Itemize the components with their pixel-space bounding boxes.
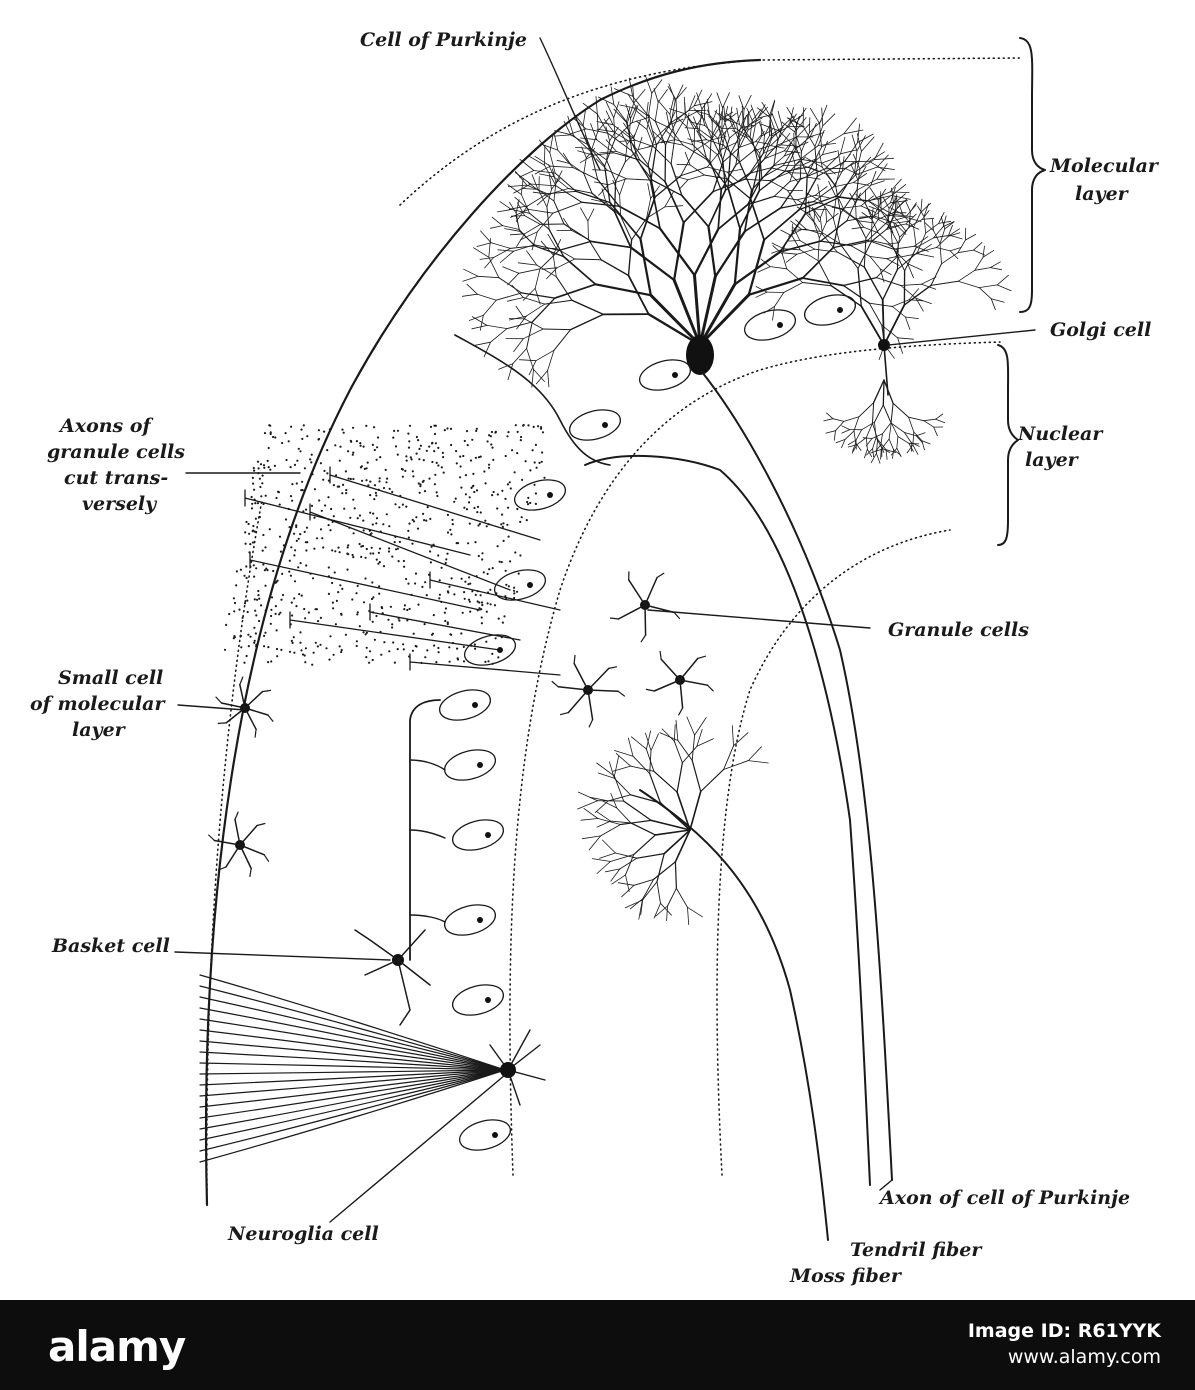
purkinje-dendrites [461, 75, 937, 388]
label-golgi-cell: Golgi cell [1050, 319, 1151, 341]
climbing-fiber-top [454, 334, 611, 466]
label-molecular-layer-1: Molecular [1049, 155, 1160, 177]
label-small-cell-3: layer [72, 719, 127, 741]
label-axons-3: cut trans- [64, 467, 168, 489]
nuclear-layer-brace [997, 344, 1019, 546]
label-small-cell-1: Small cell [58, 667, 163, 689]
granule-cells [551, 571, 714, 728]
outer-surface [204, 58, 762, 1207]
purkinje-cell-body [686, 335, 714, 375]
molecular-nuclear-boundary [509, 341, 1001, 1176]
label-axons-4: versely [82, 493, 158, 515]
moss-fiber-line [639, 789, 829, 1241]
neuroglia-cell-body [500, 1062, 516, 1078]
purkinje-axon [701, 371, 893, 1181]
basket-cell [354, 699, 446, 1026]
inner-boundary-1 [716, 529, 951, 1176]
label-molecular-layer-2: layer [1075, 183, 1130, 205]
label-tendril-fiber: Tendril fiber [850, 1239, 983, 1261]
golgi-cell-tree [755, 180, 1012, 464]
layer-boundaries [204, 57, 1021, 1207]
molecular-layer-brace [1019, 37, 1046, 313]
image-id: Image ID: R61YYK [967, 1320, 1161, 1342]
leader-lines [174, 37, 1036, 1223]
labels: Cell of Purkinje Molecular layer Golgi c… [30, 29, 1160, 1287]
label-basket-cell: Basket cell [51, 935, 170, 957]
label-axons-1: Axons of [58, 415, 154, 437]
label-nuclear-layer-2: layer [1025, 449, 1080, 471]
label-axons-2: granule cells [47, 441, 185, 463]
site-url: www.alamy.com [1007, 1346, 1161, 1368]
granule-axon-stipple [223, 423, 561, 676]
tendril-fiber-line [584, 454, 871, 1186]
label-nuclear-layer-1: Nuclear [1017, 423, 1104, 445]
golgi-cell-body [878, 339, 890, 351]
label-neuroglia-cell: Neuroglia cell [227, 1223, 379, 1245]
basket-endings [438, 294, 857, 1151]
outer-surface-dotted [399, 57, 1021, 206]
watermark-footer: alamy Image ID: R61YYK www.alamy.com [0, 1300, 1195, 1390]
label-granule-cells: Granule cells [888, 619, 1029, 641]
label-moss-fiber: Moss fiber [789, 1265, 903, 1287]
label-small-cell-2: of molecular [30, 693, 166, 715]
neuroglia-fibers [199, 974, 546, 1163]
alamy-logo: alamy [48, 1322, 186, 1371]
layer-dotted-boundary-left [206, 499, 263, 1191]
image-id-block: Image ID: R61YYK www.alamy.com [968, 1320, 1161, 1368]
label-axon-purkinje: Axon of cell of Purkinje [878, 1187, 1130, 1209]
moss-fiber-rosettes [577, 716, 769, 925]
small-cells [208, 676, 274, 878]
label-cell-of-purkinje: Cell of Purkinje [360, 29, 527, 51]
